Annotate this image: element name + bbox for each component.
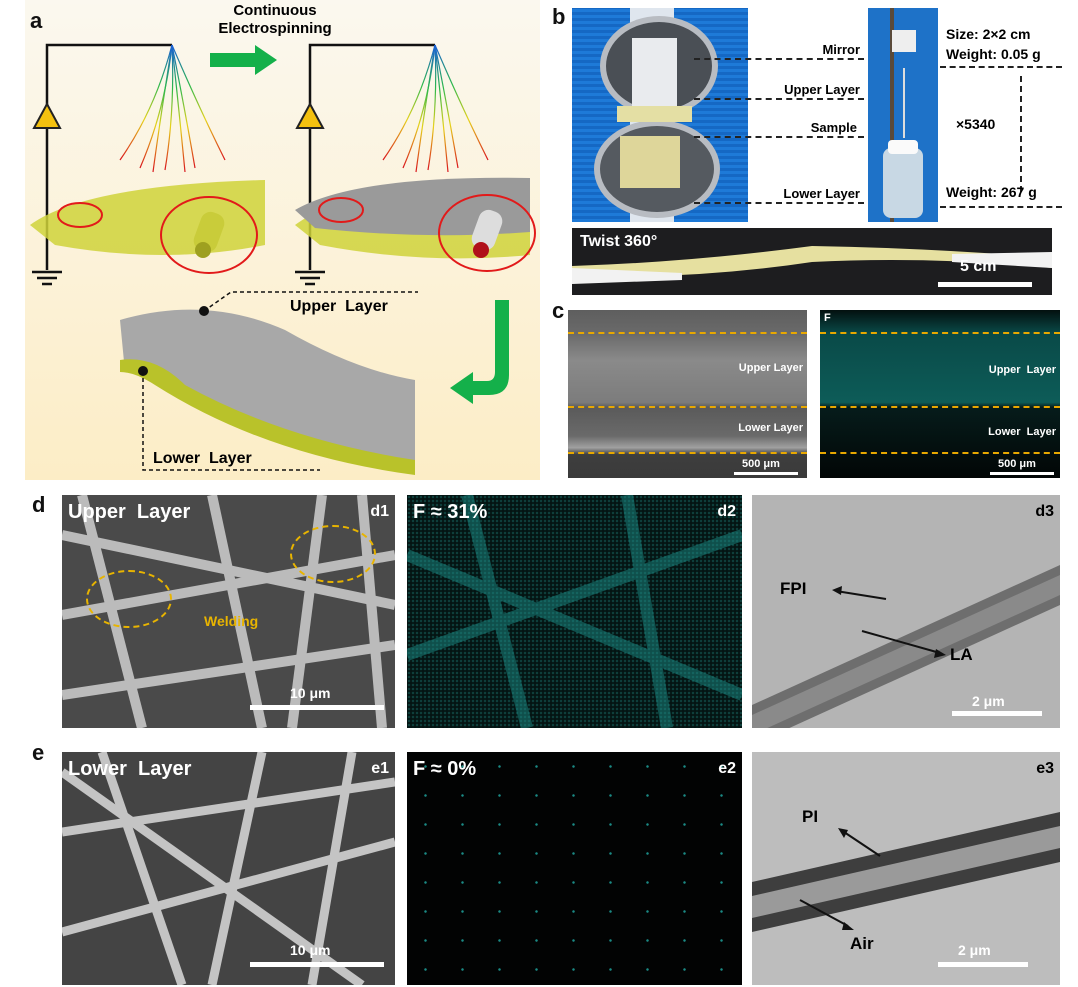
pointer-arrows <box>799 828 881 930</box>
process-title: Continuous Electrospinning <box>218 2 332 37</box>
lower-layer-label: Lower Layer <box>153 450 252 467</box>
pointer-arrows <box>832 586 946 658</box>
panel-a: a Continuous Electrospinning Upper Layer… <box>25 0 540 480</box>
sem-lower-layer: Lower Layer e1 10 μm <box>62 752 395 985</box>
hollow-fiber-icon <box>193 211 225 258</box>
sem-upper-layer: Upper Layer d1 Welding 10 μm <box>62 495 395 728</box>
ratio-arrow-icon <box>1020 76 1022 192</box>
ratio-label: ×5340 <box>956 116 996 132</box>
scale-label: 500 μm <box>998 458 1036 470</box>
fpi-label: FPI <box>780 579 807 598</box>
fluorine-content: F ≈ 0% <box>413 758 477 780</box>
scale-bar <box>938 962 1028 967</box>
upper-layer-label: Upper Layer <box>290 298 388 315</box>
scale-label: 5 cm <box>960 258 997 275</box>
cross-section-eds: F Upper Layer Lower Layer 500 μm <box>820 310 1060 478</box>
sem-upper-label: Upper Layer <box>738 362 803 374</box>
welding-circle <box>290 525 376 583</box>
scale-bar <box>990 472 1054 475</box>
welding-label: Welding <box>204 613 259 629</box>
callout-mirror: Mirror <box>822 42 860 57</box>
bilayer-mat <box>120 309 415 470</box>
scale-label: 10 μm <box>290 685 331 701</box>
size-label: Size: 2×2 cm <box>946 26 1031 42</box>
welding-circle <box>86 570 172 628</box>
fiber-jet-left <box>119 44 226 173</box>
panel-tag: d2 <box>717 503 736 520</box>
scale-label: 10 μm <box>290 942 331 958</box>
eds-element-tag: F <box>824 312 831 324</box>
panel-label: c <box>552 298 565 323</box>
panel-label: b <box>552 4 566 29</box>
callout-sample: Sample <box>810 120 857 135</box>
panel-tag: d1 <box>370 503 389 520</box>
panel-tag: d3 <box>1035 503 1054 520</box>
scale-label: 500 μm <box>742 458 780 470</box>
eds-lower-layer: F ≈ 0% e2 <box>407 752 742 985</box>
la-label: LA <box>950 645 973 664</box>
weight-large-label: Weight: 267 g <box>946 184 1037 200</box>
yellow-mat <box>30 180 265 255</box>
scale-bar <box>734 472 798 475</box>
scale-label: 2 μm <box>958 942 991 958</box>
fluorine-content: F ≈ 31% <box>413 501 488 523</box>
scale-bar <box>952 711 1042 716</box>
circuit-left <box>32 43 172 286</box>
mirror-photo <box>572 8 748 222</box>
weight-small-label: Weight: 0.05 g <box>946 46 1041 62</box>
scale-bar <box>250 705 384 710</box>
panel-title: Upper Layer <box>68 501 191 523</box>
panel-tag: e2 <box>718 760 736 777</box>
panel-label: e <box>32 740 45 765</box>
eds-upper-layer: F ≈ 31% d2 <box>407 495 742 728</box>
high-voltage-icon <box>32 101 62 129</box>
eds-lower-label: Lower Layer <box>988 426 1056 438</box>
core-shell-fiber-icon <box>471 209 503 258</box>
tem-lower-fiber: e3 PI Air 2 μm <box>752 752 1060 985</box>
cross-section-sem: Upper Layer Lower Layer 500 μm <box>568 310 807 478</box>
panel-label: d <box>32 492 46 517</box>
panel-label: a <box>30 8 43 33</box>
panel-title: Lower Layer <box>68 758 192 780</box>
pi-label: PI <box>802 807 819 826</box>
callout-upper-layer: Upper Layer <box>784 82 860 97</box>
panel-tag: e3 <box>1036 760 1054 777</box>
electrospinning-schematic <box>30 43 536 475</box>
twist-photo: Twist 360° 5 cm <box>572 228 1052 295</box>
air-label: Air <box>850 934 874 953</box>
tem-upper-fiber: d3 FPI LA 2 μm <box>752 495 1060 728</box>
eds-upper-label: Upper Layer <box>988 364 1056 376</box>
callout-lower-layer: Lower Layer <box>783 186 860 201</box>
arrow-down-left-icon <box>450 300 509 404</box>
scale-label: 2 μm <box>972 693 1005 709</box>
weight-photo <box>868 8 938 222</box>
panel-tag: e1 <box>371 760 389 777</box>
sem-lower-label: Lower Layer <box>738 422 803 434</box>
scale-bar <box>250 962 384 967</box>
scale-bar <box>938 282 1032 287</box>
arrow-right-icon <box>210 45 277 75</box>
twist-label: Twist 360° <box>580 233 658 250</box>
